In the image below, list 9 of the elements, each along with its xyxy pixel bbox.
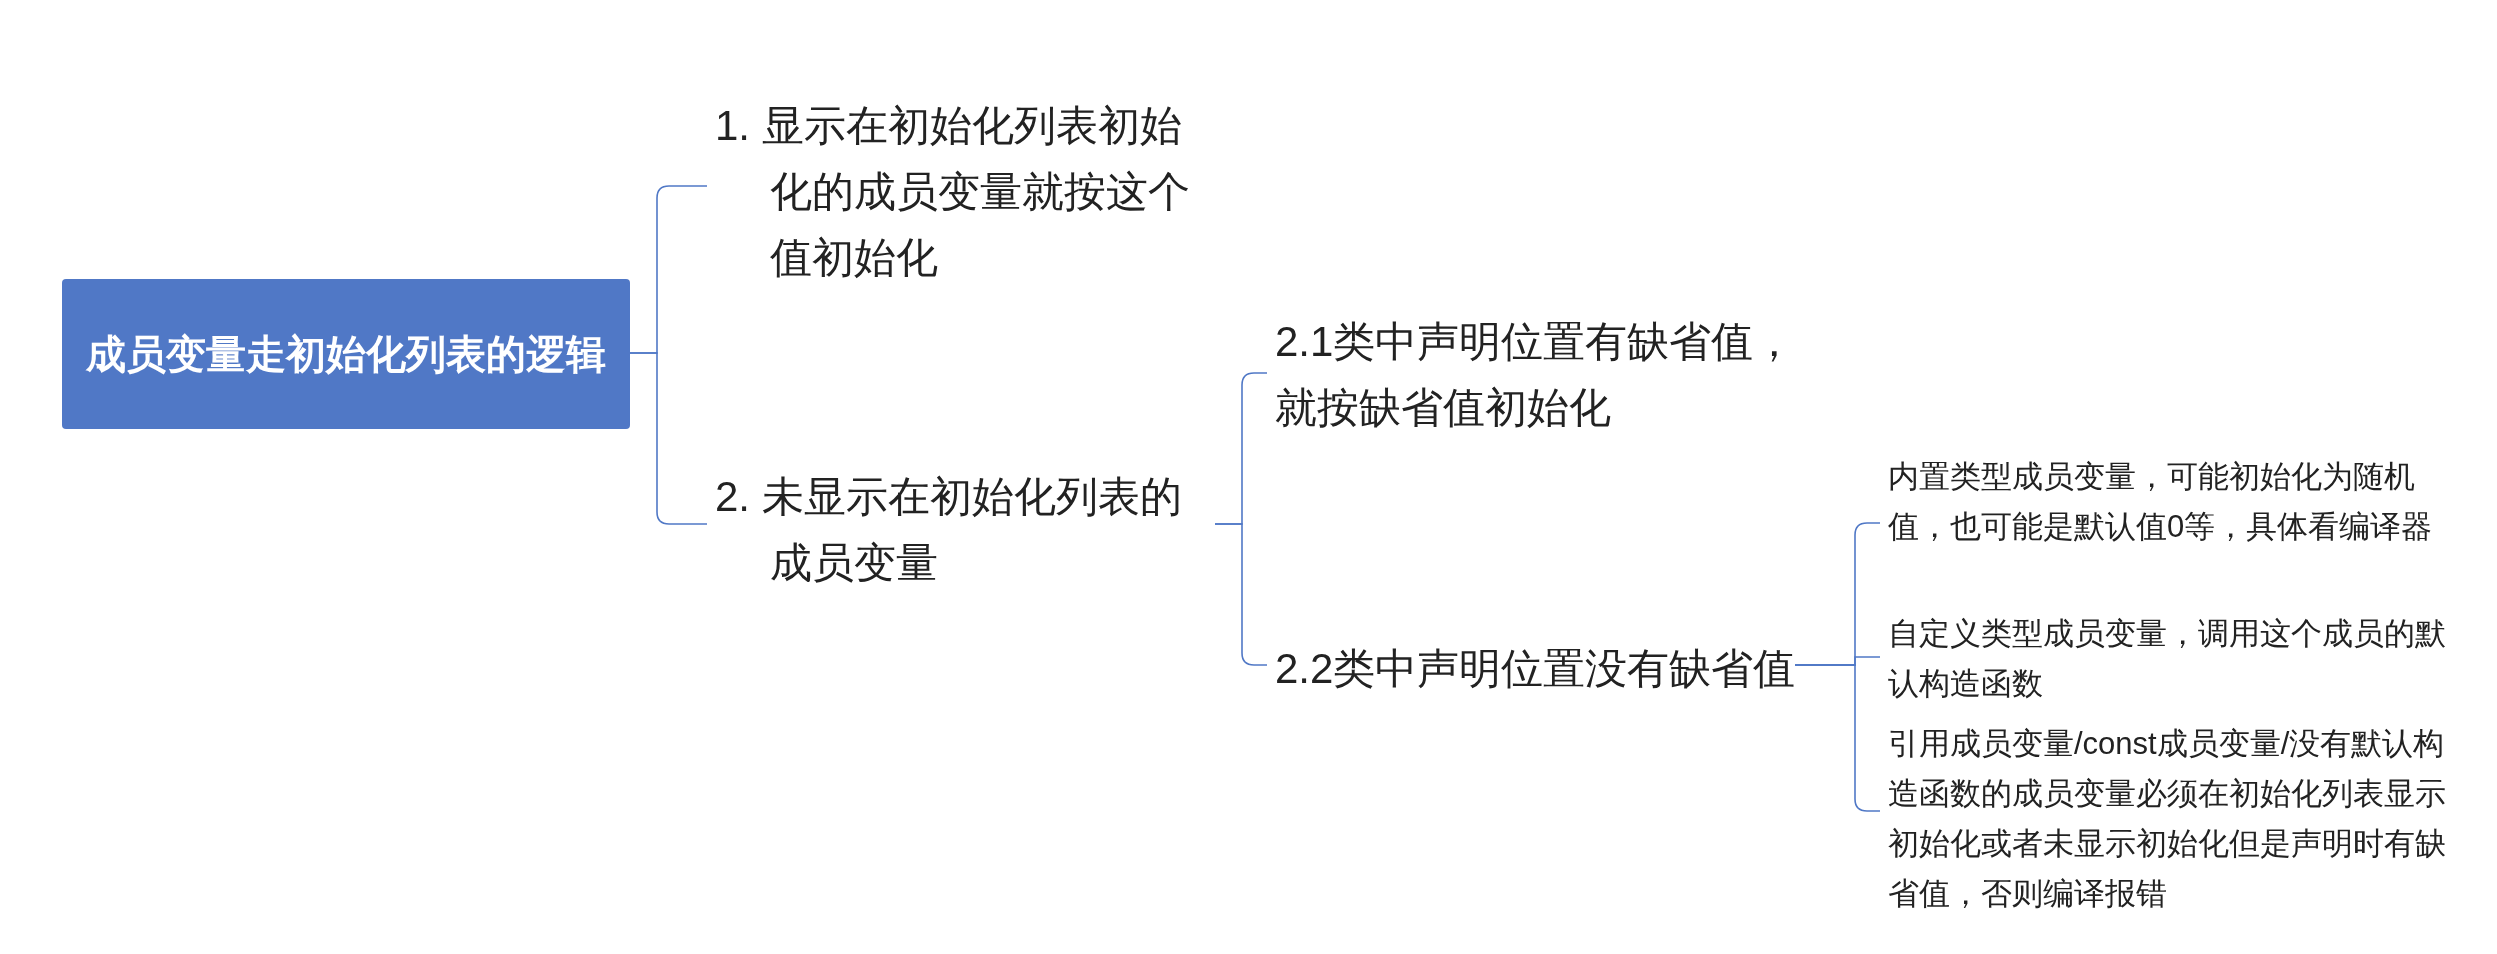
subtopic-text: 自定义类型成员变量，调用这个成员的默认构造函数 [1888, 616, 2446, 701]
topic-text: 1. 显示在初始化列表初始化的成员变量就按这个值初始化 [715, 102, 1190, 281]
topic-text: 2.2类中声明位置没有缺省值 [1275, 645, 1796, 692]
subtopic-text: 内置类型成员变量，可能初始化为随机值，也可能是默认值0等，具体看编译器 [1888, 459, 2433, 544]
subtopic-text: 引用成员变量/const成员变量/没有默认构造函数的成员变量必须在初始化列表显示初始化或者未显示初始化但是声明时有缺省值，否则编译报错 [1888, 726, 2446, 911]
topic-text: 2. 未显示在初始化列表的成员变量 [715, 473, 1182, 586]
topic-text: 2.1类中声明位置有缺省值，就按缺省值初始化 [1275, 318, 1796, 431]
root-topic-box: 成员变量走初始化列表的逻辑 [62, 279, 630, 429]
connector-line [629, 352, 708, 525]
